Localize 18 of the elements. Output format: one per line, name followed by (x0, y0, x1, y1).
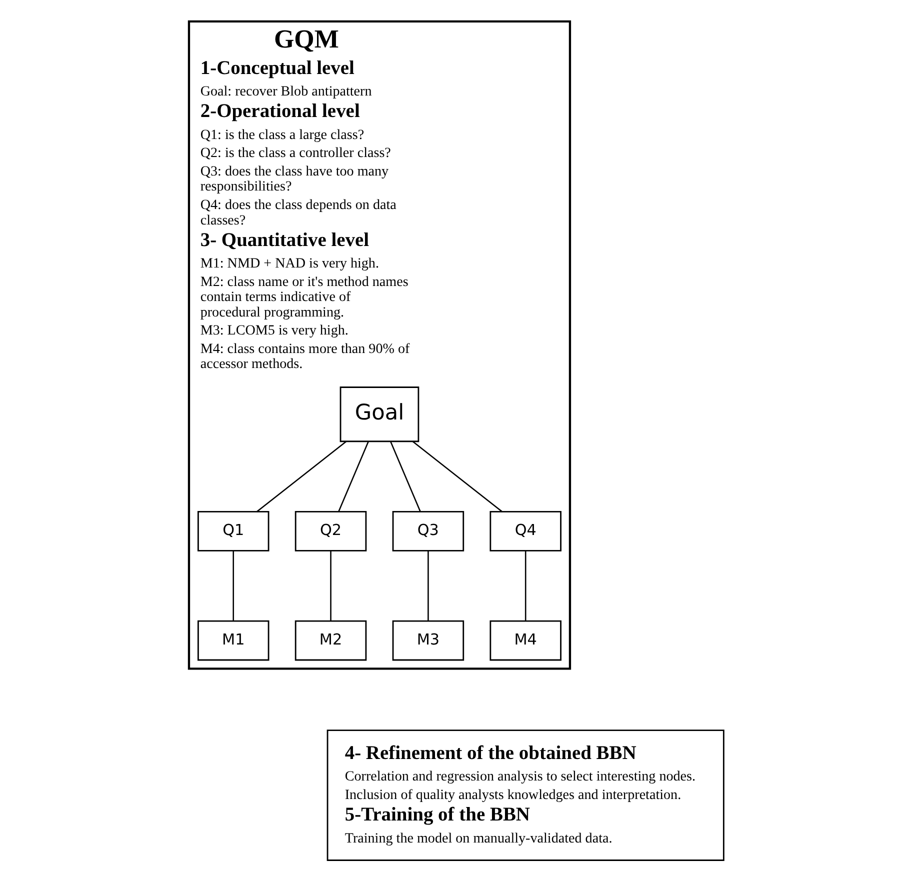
node-box: M3 (392, 620, 464, 661)
connector (412, 440, 503, 512)
connector (330, 550, 332, 621)
node-box: M4 (490, 620, 562, 661)
connector (428, 550, 429, 621)
node-box: Q2 (294, 511, 367, 552)
node-box: Q1 (197, 511, 270, 552)
connector (390, 441, 421, 512)
connector (232, 550, 234, 621)
node-box: 4- Refinement of the obtained BBN Correlation and regression analysis to select interesting nodes. Inclusion of quality analysts knowledges and interpretation. 5-Training of the BBN Training the model on manually-validated data. (326, 730, 724, 861)
node-box: Goal (340, 386, 420, 442)
node-box: M2 (294, 620, 367, 661)
connector (524, 550, 526, 621)
node-box: Q4 (490, 511, 562, 552)
connector (256, 440, 347, 512)
node-box: M1 (197, 620, 270, 661)
connector (338, 441, 370, 512)
node-box: Q3 (392, 511, 464, 552)
